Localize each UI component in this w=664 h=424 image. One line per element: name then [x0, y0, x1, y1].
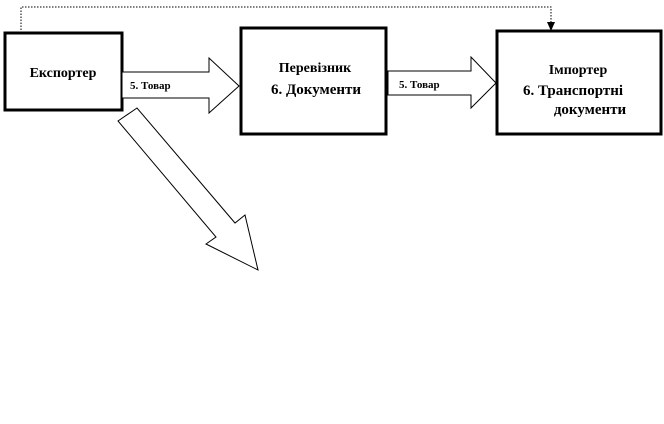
- arrow-carrier-importer: 5. Товар: [387, 55, 497, 110]
- importer-node: Імпортер 6. Транспортні документи: [495, 29, 663, 136]
- arrow-exporter-carrier-label: 5. Товар: [130, 80, 171, 92]
- arrow-exporter-carrier-shape: [121, 56, 240, 115]
- top-connector-line: [20, 6, 552, 33]
- arrow-carrier-importer-shape: [387, 55, 497, 110]
- exporter-node: Експортер: [3, 31, 124, 112]
- exporter-label: Експортер: [30, 66, 97, 81]
- diagonal-down-arrow: [117, 107, 259, 271]
- carrier-title: Перевізник: [279, 61, 352, 76]
- importer-box: [495, 29, 663, 136]
- importer-subtitle-2: документи: [554, 102, 627, 118]
- carrier-subtitle: 6. Документи: [271, 82, 361, 98]
- importer-title: Імпортер: [549, 63, 608, 78]
- carrier-box: [239, 26, 388, 136]
- arrow-carrier-importer-label: 5. Товар: [399, 79, 440, 91]
- arrow-exporter-carrier: 5. Товар: [121, 56, 240, 115]
- carrier-node: Перевізник 6. Документи: [239, 26, 388, 136]
- top-connector-arrowhead: [547, 22, 555, 31]
- importer-subtitle: 6. Транспортні: [523, 83, 623, 99]
